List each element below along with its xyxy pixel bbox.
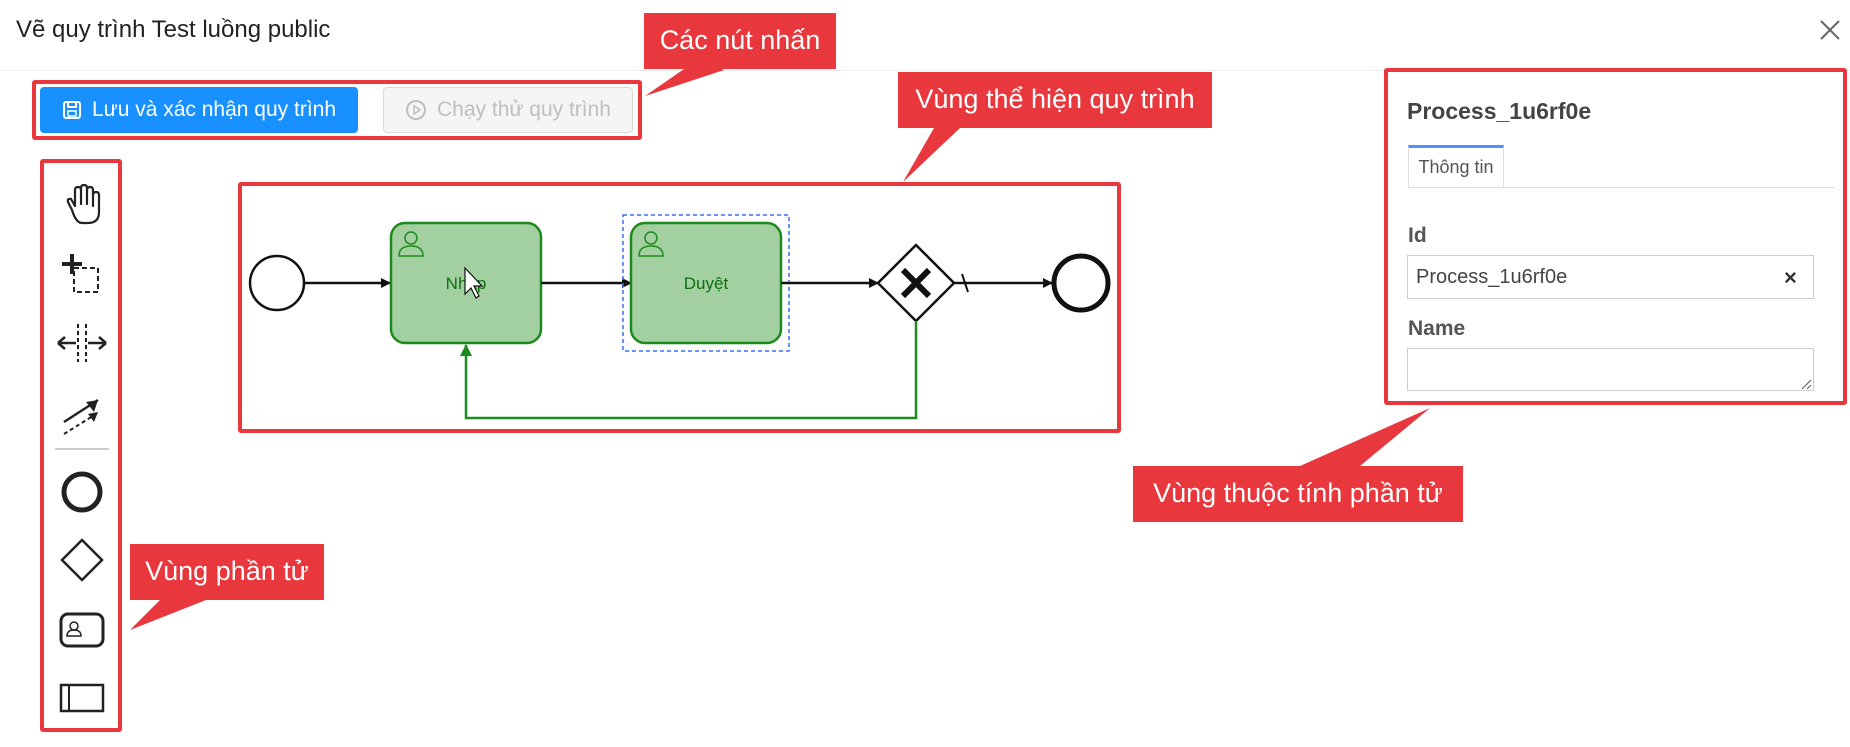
tab-divider xyxy=(1408,187,1834,188)
palette-separator xyxy=(55,448,109,450)
id-field[interactable]: Process_1u6rf0e × xyxy=(1407,255,1814,299)
diagram-callout: Vùng thể hiện quy trình xyxy=(898,72,1212,128)
save-confirm-button[interactable]: Lưu và xác nhận quy trình xyxy=(40,87,358,133)
bpmn-canvas[interactable]: Nhập Duyệt xyxy=(240,206,1120,426)
space-tool-icon[interactable] xyxy=(56,320,108,366)
close-icon[interactable] xyxy=(1818,18,1842,42)
modal-header xyxy=(0,0,1850,71)
test-run-label: Chạy thử quy trình xyxy=(437,98,611,121)
hand-tool-icon[interactable] xyxy=(58,180,106,228)
gateway-icon[interactable] xyxy=(58,536,106,584)
properties-callout-tail xyxy=(1300,408,1430,466)
id-label: Id xyxy=(1408,224,1427,247)
properties-highlight-box xyxy=(1384,68,1847,405)
modal-title: Vẽ quy trình Test luồng public xyxy=(16,16,331,43)
save-confirm-label: Lưu và xác nhận quy trình xyxy=(91,98,337,121)
properties-title: Process_1u6rf0e xyxy=(1407,98,1592,124)
gateway-x-marker xyxy=(900,267,932,299)
connect-tool-icon[interactable] xyxy=(58,390,106,438)
mouse-cursor-icon xyxy=(464,266,484,299)
buttons-callout: Các nút nhấn xyxy=(644,13,836,69)
test-run-button[interactable]: Chạy thử quy trình xyxy=(383,87,633,133)
resize-handle-icon[interactable] xyxy=(1800,378,1812,390)
user-task-icon[interactable] xyxy=(58,606,106,654)
diagram-callout-tail xyxy=(903,128,960,182)
name-label: Name xyxy=(1408,317,1466,340)
default-flow-marker xyxy=(961,273,969,293)
name-field[interactable] xyxy=(1407,348,1814,391)
clear-id-button[interactable]: × xyxy=(1784,265,1797,290)
task-approve-user-icon xyxy=(638,231,664,257)
lasso-tool-icon[interactable] xyxy=(58,250,106,298)
task-approve-label: Duyệt xyxy=(684,274,729,293)
diagram-highlight-box xyxy=(238,182,1121,433)
pool-icon[interactable] xyxy=(58,680,106,716)
play-circle-icon xyxy=(406,100,426,120)
buttons-highlight-box xyxy=(32,80,642,140)
id-field-value: Process_1u6rf0e xyxy=(1416,266,1568,288)
properties-callout: Vùng thuộc tính phần tử xyxy=(1133,466,1463,522)
palette-callout: Vùng phần tử xyxy=(130,544,324,600)
palette-highlight-box xyxy=(40,159,122,732)
tab-info[interactable]: Thông tin xyxy=(1408,145,1504,187)
task-input-user-icon xyxy=(398,231,424,257)
loop-flow-gateway-to-task1[interactable] xyxy=(460,321,918,420)
start-event-icon[interactable] xyxy=(58,468,106,516)
palette-callout-tail xyxy=(130,600,206,630)
end-event[interactable] xyxy=(1051,253,1111,313)
save-icon xyxy=(62,101,81,119)
tab-info-label: Thông tin xyxy=(1418,157,1494,177)
